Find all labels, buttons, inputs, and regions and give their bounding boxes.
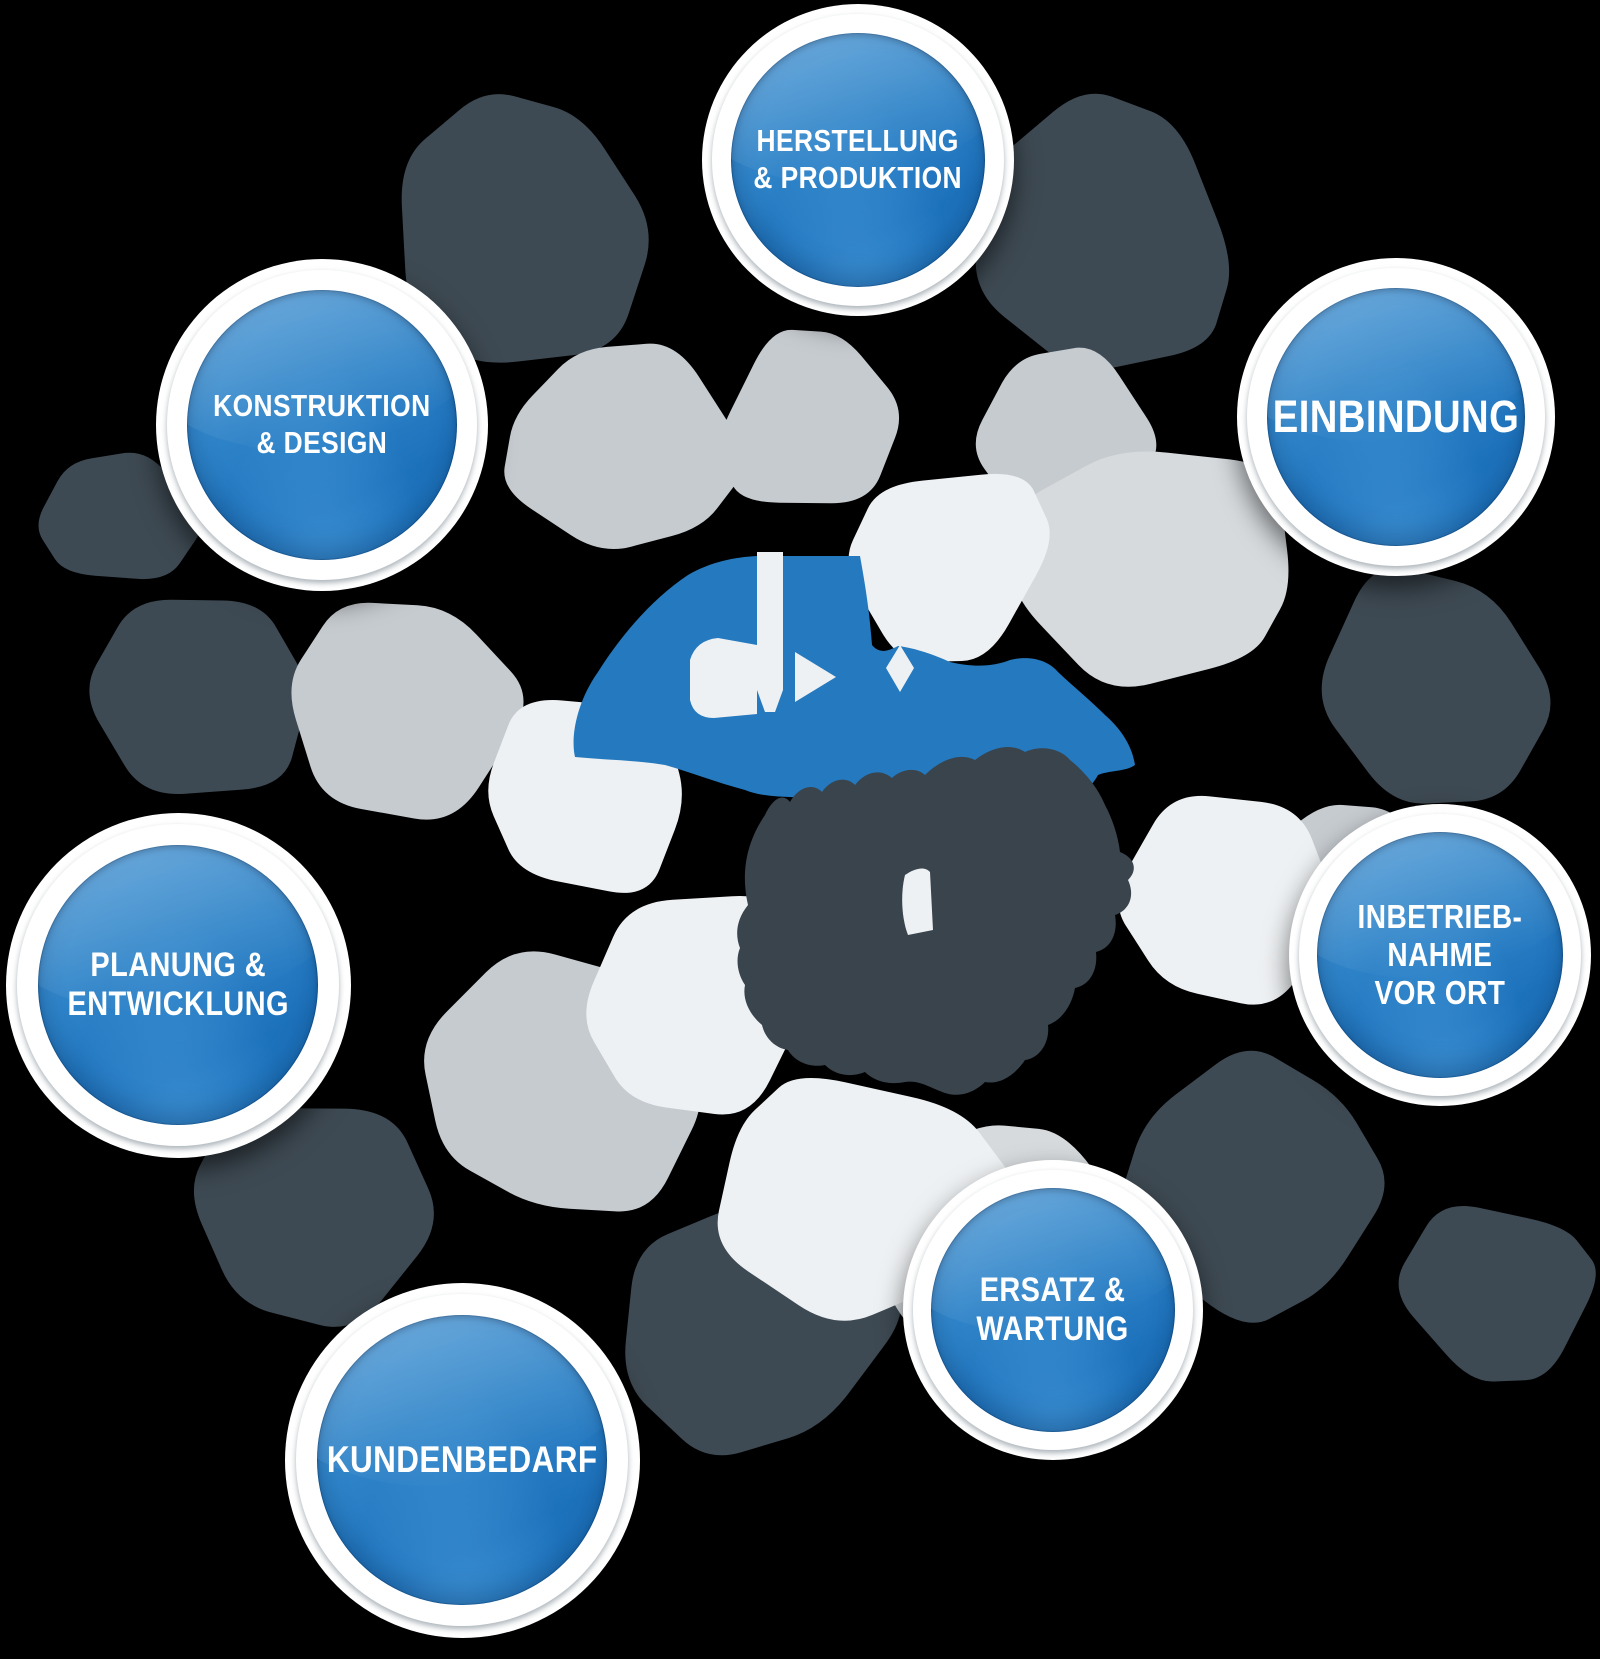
button-ring: ERSATZ &WARTUNG <box>912 1169 1194 1451</box>
button-label: EINBINDUNG <box>1273 392 1520 442</box>
cycle-button-einbindung[interactable]: EINBINDUNG <box>1237 258 1555 576</box>
gear-icon <box>737 746 1134 1095</box>
stone-chunk <box>718 329 900 504</box>
button-label: ERSATZ &WARTUNG <box>977 1271 1129 1350</box>
button-ring: EINBINDUNG <box>1247 268 1545 566</box>
button-label: KUNDENBEDARF <box>326 1438 598 1481</box>
button-face: EINBINDUNG <box>1266 287 1526 547</box>
cycle-button-herstellung-produktion[interactable]: HERSTELLUNG& PRODUKTION <box>702 4 1014 316</box>
machine-icon <box>573 556 1135 809</box>
button-ring: PLANUNG &ENTWICKLUNG <box>16 823 340 1147</box>
button-label-line: EINBINDUNG <box>1272 391 1520 443</box>
cycle-button-ersatz-wartung[interactable]: ERSATZ &WARTUNG <box>903 1160 1203 1460</box>
machine-icon-cutout <box>886 645 914 692</box>
button-label: PLANUNG &ENTWICKLUNG <box>67 946 288 1025</box>
button-label-line: NAHME <box>1387 935 1493 973</box>
stone-chunk <box>848 473 1050 662</box>
button-label-line: PLANUNG & <box>90 945 266 984</box>
button-ring: HERSTELLUNG& PRODUKTION <box>711 13 1005 307</box>
stone-chunk <box>1321 567 1551 804</box>
button-label-line: VOR ORT <box>1374 974 1506 1012</box>
button-face: KUNDENBEDARF <box>317 1315 607 1605</box>
machine-icon-cutout <box>690 638 757 718</box>
button-label-line: & PRODUKTION <box>753 160 963 195</box>
machine-icon-cutout <box>795 652 836 702</box>
stone-chunk <box>38 452 201 580</box>
button-ring: KUNDENBEDARF <box>295 1293 629 1627</box>
button-label-line: WARTUNG <box>976 1310 1130 1348</box>
button-label-line: KUNDENBEDARF <box>326 1438 598 1480</box>
button-label-line: ERSATZ & <box>980 1270 1126 1309</box>
button-face: ERSATZ &WARTUNG <box>930 1187 1176 1433</box>
cycle-button-planung-entwicklung[interactable]: PLANUNG &ENTWICKLUNG <box>5 812 351 1158</box>
stone-chunk <box>401 94 649 363</box>
cycle-button-kundenbedarf[interactable]: KUNDENBEDARF <box>284 1282 640 1638</box>
button-label-line: & DESIGN <box>256 425 388 460</box>
stone-chunk <box>291 602 524 820</box>
button-label-line: HERSTELLUNG <box>756 123 960 159</box>
button-label-line: ENTWICKLUNG <box>67 985 289 1023</box>
machine-icon-cutout <box>757 552 783 712</box>
stone-chunk <box>193 1108 434 1327</box>
cycle-button-konstruktion-design[interactable]: KONSTRUKTION& DESIGN <box>156 259 488 591</box>
gear-icon-cutout <box>902 868 933 935</box>
stone-chunk <box>1118 795 1335 1005</box>
stone-chunk <box>1398 1206 1596 1382</box>
button-ring: KONSTRUKTION& DESIGN <box>166 269 478 581</box>
button-label-line: KONSTRUKTION <box>213 388 431 424</box>
button-face: HERSTELLUNG& PRODUKTION <box>730 32 986 288</box>
button-label: HERSTELLUNG& PRODUKTION <box>754 123 963 196</box>
button-face: KONSTRUKTION& DESIGN <box>186 289 458 561</box>
button-label: KONSTRUKTION& DESIGN <box>213 388 430 461</box>
button-label-line: INBETRIEB- <box>1357 897 1523 935</box>
stone-chunk <box>1011 451 1289 687</box>
stone-chunk <box>504 343 744 550</box>
button-face: PLANUNG &ENTWICKLUNG <box>37 844 319 1126</box>
stone-chunk <box>89 599 306 794</box>
stone-chunk <box>975 93 1230 369</box>
